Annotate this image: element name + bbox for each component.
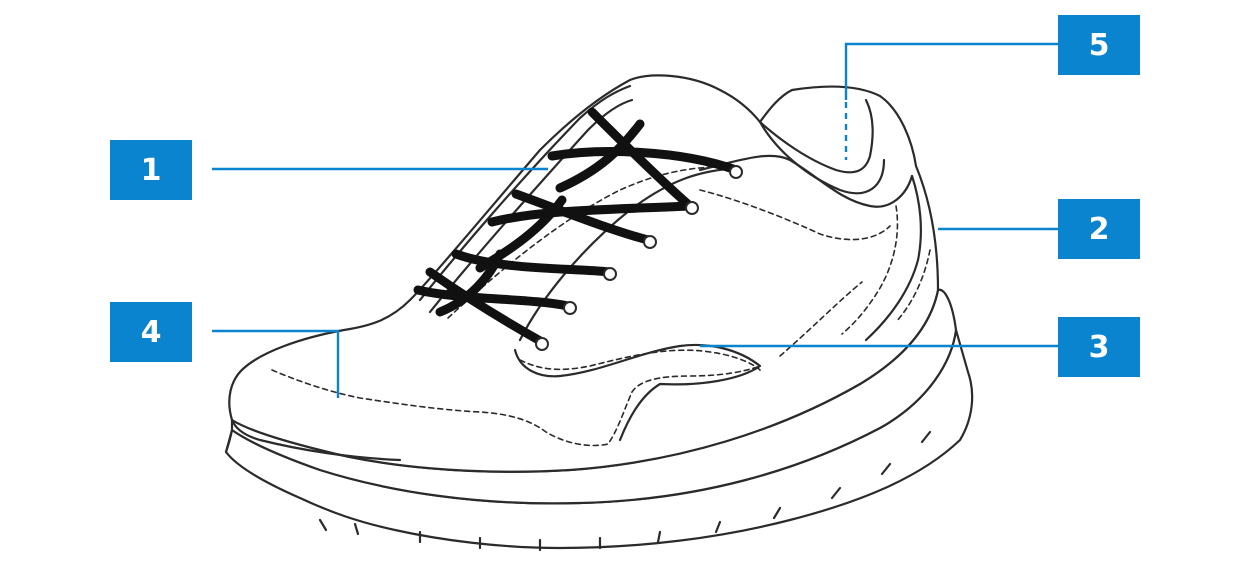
callout-badge-5: 5 <box>1058 15 1140 75</box>
callout-label-3: 3 <box>1088 329 1110 365</box>
eyelets <box>535 165 743 351</box>
callout-badge-3: 3 <box>1058 317 1140 377</box>
heel-stitch <box>841 205 899 335</box>
callout-label-2: 2 <box>1088 211 1110 247</box>
mid-stitch <box>779 281 863 357</box>
toe-stitch <box>271 365 761 447</box>
lace-cross-6 <box>451 249 615 277</box>
tread-lugs <box>318 430 932 552</box>
eyelet-4 <box>603 267 617 281</box>
eyelet-1 <box>729 165 743 179</box>
upper-stitch <box>699 189 891 241</box>
leader-lines <box>212 42 1058 398</box>
eyestay-outer <box>418 84 632 302</box>
eyelet-3 <box>643 235 657 249</box>
callout-badge-2: 2 <box>1058 199 1140 259</box>
lace-cross-10 <box>435 249 505 317</box>
callout-label-5: 5 <box>1088 27 1110 63</box>
toe-cap-line <box>230 418 402 462</box>
lace-cross-8 <box>413 285 573 311</box>
lace-cross-5 <box>487 201 695 227</box>
side-panel <box>513 343 762 442</box>
heel-counter <box>864 174 922 342</box>
leader-line-5 <box>844 42 1058 100</box>
callout-label-1: 1 <box>140 152 162 188</box>
lace-cross-9 <box>425 267 547 347</box>
eyestay-inner <box>428 98 634 314</box>
eyestay-stitch <box>447 166 741 319</box>
leader-line-4 <box>212 329 340 398</box>
callout-badge-1: 1 <box>110 140 192 200</box>
stitching <box>271 166 931 447</box>
lace-cross-2 <box>547 147 741 175</box>
heel-stitch-2 <box>895 249 931 323</box>
collar <box>698 154 914 208</box>
laces <box>413 107 741 347</box>
tongue <box>758 98 874 174</box>
side-stitch <box>519 349 761 371</box>
lace-cross-3 <box>555 119 645 193</box>
shoe-illustration <box>224 74 974 552</box>
eyelet-5 <box>563 301 577 315</box>
eyelet-6 <box>535 337 549 351</box>
eyelet-2 <box>685 201 699 215</box>
callout-badge-4: 4 <box>110 302 192 362</box>
lace-cross-7 <box>475 195 567 273</box>
lace-cross-1 <box>587 107 695 211</box>
tongue-inner <box>758 120 886 195</box>
callout-label-4: 4 <box>140 314 162 350</box>
lace-cross-4 <box>511 189 653 245</box>
